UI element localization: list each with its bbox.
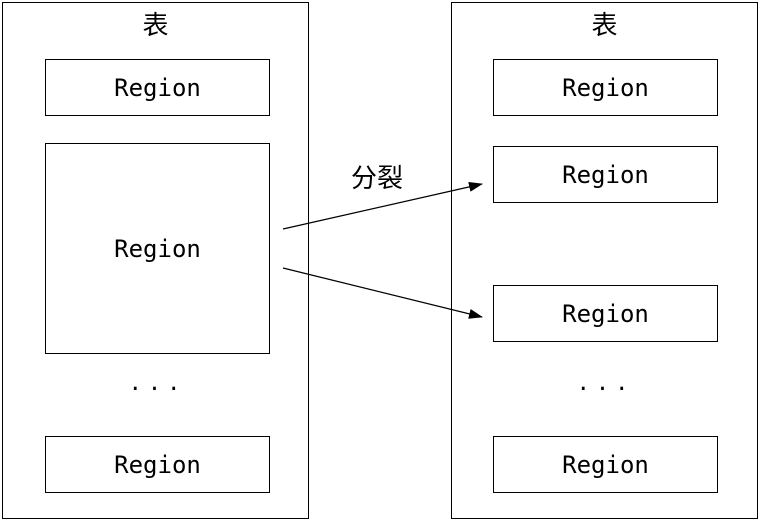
left-ellipsis: ... (128, 371, 187, 396)
region-label: Region (562, 160, 649, 189)
left-table-title: 表 (142, 11, 169, 41)
left-region-splitting: Region (45, 143, 270, 354)
right-ellipsis: ... (576, 371, 635, 396)
right-table-title: 表 (591, 11, 618, 41)
left-table-panel: 表 Region Region ... Region (2, 2, 309, 519)
arrow-to-lower-region (282, 267, 483, 319)
region-label: Region (114, 450, 201, 479)
region-label: Region (114, 234, 201, 263)
arrow-to-upper-region (282, 181, 483, 230)
right-region-top: Region (493, 59, 718, 116)
right-table-panel: 表 Region Region Region ... Region (451, 2, 758, 519)
region-label: Region (562, 299, 649, 328)
right-region-split-a: Region (493, 146, 718, 203)
region-label: Region (114, 73, 201, 102)
left-region-bottom: Region (45, 436, 270, 493)
right-region-split-b: Region (493, 285, 718, 342)
region-label: Region (562, 73, 649, 102)
region-label: Region (562, 450, 649, 479)
right-region-bottom: Region (493, 436, 718, 493)
left-region-top: Region (45, 59, 270, 116)
split-label: 分裂 (351, 164, 404, 194)
